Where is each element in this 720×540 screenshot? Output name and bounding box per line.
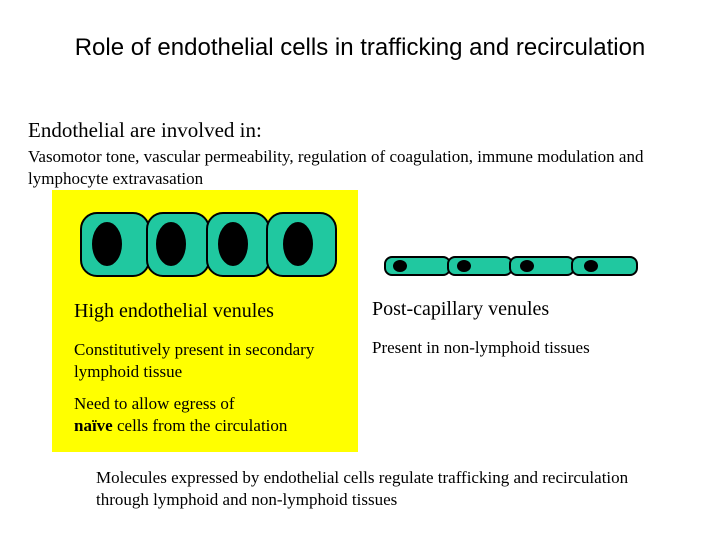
pcv-cell [509, 256, 575, 276]
intro-text: Endothelial are involved in: [28, 118, 262, 142]
page-title: Role of endothelial cells in trafficking… [74, 34, 646, 61]
pcv-cell [571, 256, 638, 276]
hev-nucleus [218, 222, 248, 266]
egress-prefix: Need to allow egress of [74, 394, 235, 413]
pcv-cells [384, 256, 638, 276]
footer-text: Molecules expressed by endothelial cells… [96, 468, 629, 509]
pcv-nucleus [584, 260, 598, 272]
hev-description: Constitutively present in secondary lymp… [74, 340, 315, 381]
roles-text: Vasomotor tone, vascular permeability, r… [28, 147, 644, 188]
hev-egress-note: Need to allow egress of naïve cells from … [74, 393, 344, 437]
hev-cells [80, 212, 337, 277]
egress-bold: naïve [74, 416, 113, 435]
hev-nucleus [92, 222, 122, 266]
pcv-description: Present in non-lymphoid tissues [372, 338, 590, 357]
pcv-nucleus [520, 260, 534, 272]
hev-nucleus [283, 222, 313, 266]
pcv-heading: Post-capillary venules [372, 298, 550, 320]
hev-nucleus [156, 222, 186, 266]
hev-heading: High endothelial venules [74, 300, 274, 322]
pcv-nucleus [457, 260, 471, 272]
endothelial-cells-illustration [80, 212, 638, 277]
egress-suffix: cells from the circulation [112, 416, 288, 435]
pcv-nucleus [393, 260, 407, 272]
